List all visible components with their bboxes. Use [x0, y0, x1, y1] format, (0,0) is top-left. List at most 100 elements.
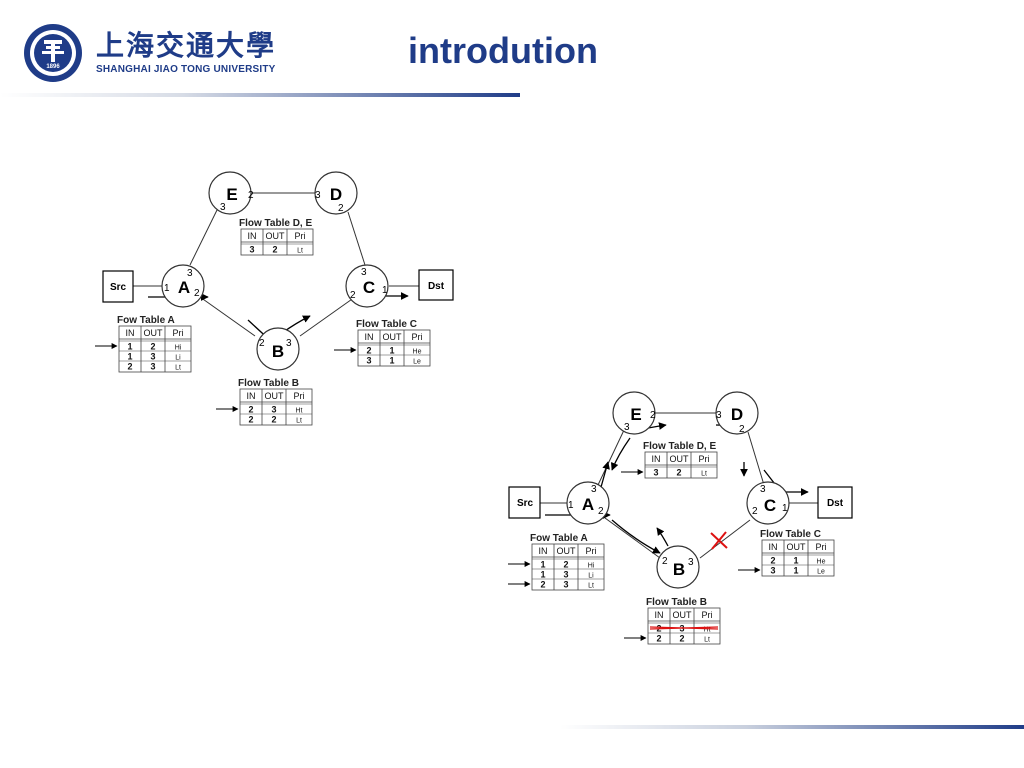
flow-table-header: IN [248, 231, 257, 241]
node-a-2: A 1 3 2 [566, 481, 610, 525]
flow-table-cell: 3 [150, 352, 155, 362]
svg-text:3: 3 [220, 202, 226, 213]
flow-table-cell: 2 [248, 405, 253, 415]
svg-text:B: B [673, 560, 685, 579]
svg-text:2: 2 [350, 290, 356, 301]
svg-text:B: B [272, 342, 284, 361]
svg-text:1: 1 [164, 283, 170, 294]
flow-table-header: OUT [557, 546, 577, 556]
flow-table-cell: Li [588, 573, 594, 580]
svg-text:Src: Src [517, 498, 534, 509]
flow-table-cell: Ht [704, 627, 711, 634]
flow-table-cell: 2 [366, 346, 371, 356]
flow-table-header: IN [769, 542, 778, 552]
node-b-1: B 2 3 [256, 327, 300, 371]
flow-table-cell: 2 [563, 560, 568, 570]
host-src-2: Src [508, 486, 541, 519]
svg-text:D: D [731, 405, 743, 424]
svg-text:3: 3 [716, 410, 722, 421]
flow-table-header: IN [655, 610, 664, 620]
flow-table-cell: 2 [127, 362, 132, 372]
flow-table-cell: 2 [656, 634, 661, 644]
svg-text:1: 1 [782, 503, 788, 514]
flow-table-cell: Lt [704, 637, 710, 644]
flow-table-header: IN [539, 546, 548, 556]
flow-table-cell: 2 [540, 580, 545, 590]
diagram-failure: Src Dst E 2 3 D 3 2 A 1 3 2 B 2 [508, 391, 853, 645]
flow-table-header: Pri [699, 454, 710, 464]
university-logo: 1896 上海交通大學 SHANGHAI JIAO TONG UNIVERSIT… [22, 20, 275, 86]
flow-table-cell: 3 [563, 580, 568, 590]
host-src-1: Src [102, 270, 134, 303]
flow-table-cell: 1 [127, 352, 132, 362]
svg-text:3: 3 [591, 484, 597, 495]
diagram-normal: Src Dst E 2 3 D 3 2 A 1 3 2 B 2 [95, 171, 454, 426]
flow-table-cell: He [817, 559, 826, 566]
svg-text:2: 2 [194, 288, 200, 299]
seal-year: 1896 [46, 64, 60, 70]
logo-chinese-name: 上海交通大學 [96, 29, 277, 62]
svg-text:A: A [178, 278, 190, 297]
svg-text:2: 2 [752, 506, 758, 517]
flow-table-title: Flow Table C [356, 319, 417, 330]
svg-text:1: 1 [568, 500, 574, 511]
flow-table-cell: 3 [770, 566, 775, 576]
svg-text:3: 3 [286, 338, 292, 349]
flow-table-header: Pri [295, 231, 306, 241]
link-failure-marker [710, 531, 728, 550]
flow-table-header: Pri [294, 391, 305, 401]
svg-text:2: 2 [259, 338, 265, 349]
svg-text:3: 3 [315, 190, 321, 201]
flow-table-cell: Ht [296, 408, 303, 415]
footer-divider [560, 725, 1024, 729]
flow-table-header: Pri [412, 332, 423, 342]
svg-text:E: E [226, 185, 237, 204]
flow-table-cell: 2 [150, 342, 155, 352]
flow-table-header: IN [126, 328, 135, 338]
flow-table-cell: Lt [297, 248, 303, 255]
flow-table-header: Pri [816, 542, 827, 552]
flow-table-header: Pri [702, 610, 713, 620]
svg-text:D: D [330, 185, 342, 204]
header-divider [0, 93, 520, 97]
node-b-2: B 2 3 [656, 545, 700, 589]
flow-table-cell: 1 [389, 356, 394, 366]
flow-table-header: IN [365, 332, 374, 342]
flow-table-cell: Lt [701, 471, 707, 478]
flow-table-cell: 3 [271, 405, 276, 415]
svg-text:2: 2 [739, 424, 745, 435]
flow-table-cell: 1 [540, 570, 545, 580]
topology-links-2 [540, 412, 818, 559]
flow-table-title: Flow Table D, E [239, 218, 312, 229]
svg-text:2: 2 [338, 203, 344, 214]
flow-table-cell: Lt [588, 583, 594, 590]
flow-table-header: OUT [383, 332, 403, 342]
flow-table-cell: 3 [563, 570, 568, 580]
flow-table-cell: 3 [150, 362, 155, 372]
host-dst-2: Dst [817, 486, 853, 519]
flow-table-title: Flow Table B [646, 597, 707, 608]
svg-text:3: 3 [624, 422, 630, 433]
flow-table-cell: 2 [271, 415, 276, 425]
svg-text:2: 2 [662, 556, 668, 567]
svg-text:Dst: Dst [428, 281, 445, 292]
flow-table-cell: Le [413, 359, 421, 366]
svg-text:2: 2 [598, 506, 604, 517]
node-c-2: C 3 2 1 [746, 481, 790, 525]
flow-table-header: Pri [586, 546, 597, 556]
flow-table-cell: 1 [793, 566, 798, 576]
page-title: introdution [408, 30, 598, 71]
flow-table-header: OUT [670, 454, 690, 464]
flow-table-cell: Hi [588, 563, 595, 570]
svg-text:A: A [582, 495, 594, 514]
svg-text:1: 1 [382, 285, 388, 296]
flow-table-cell: 1 [540, 560, 545, 570]
node-d-1: D 3 2 [314, 171, 358, 215]
svg-text:3: 3 [688, 557, 694, 568]
flow-table-title: Flow Table B [238, 378, 299, 389]
flow-table-cell: 2 [248, 415, 253, 425]
